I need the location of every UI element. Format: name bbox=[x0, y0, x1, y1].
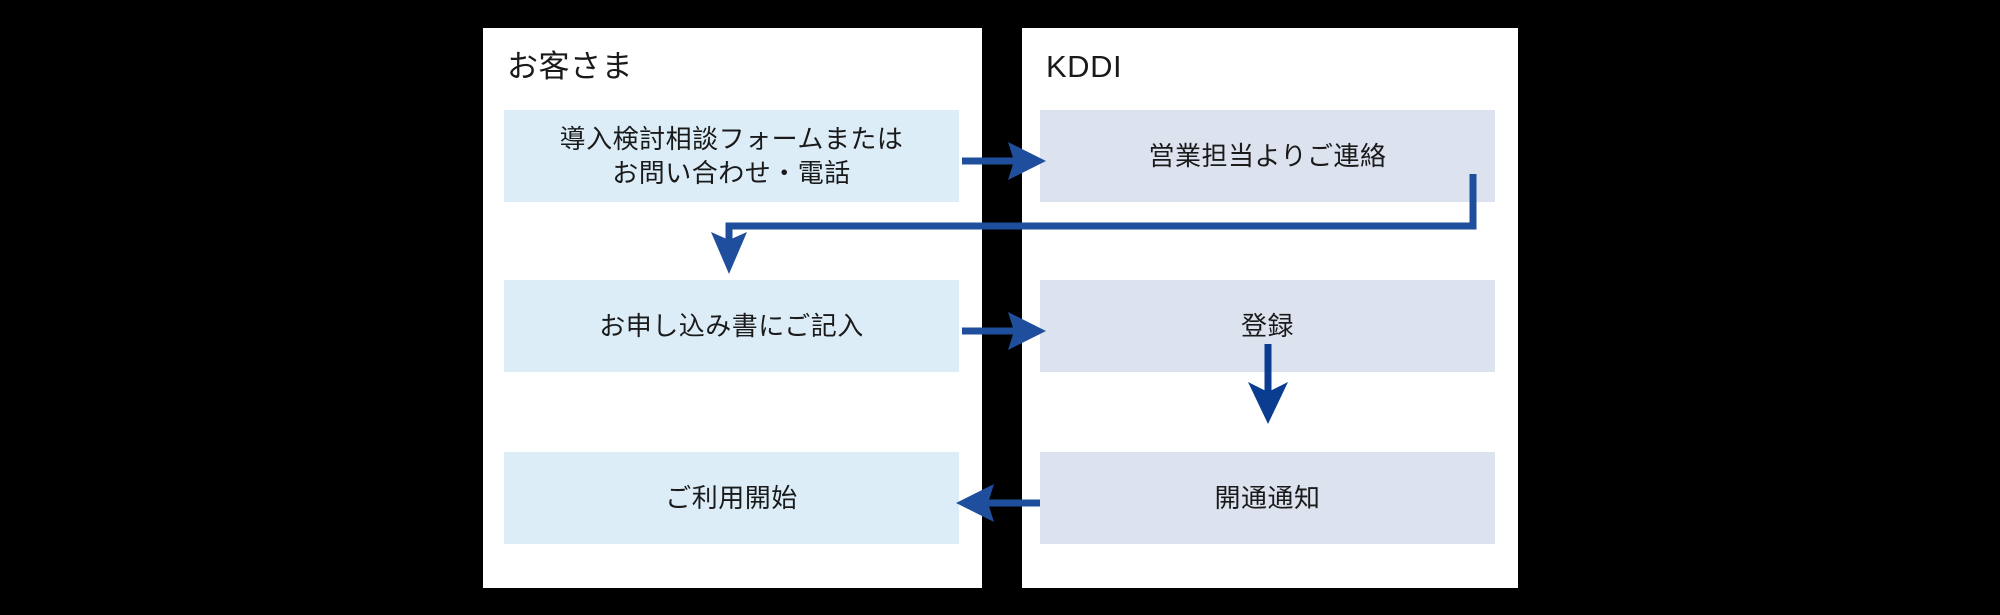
process-box-kddi-sales-contact-label: 営業担当よりご連絡 bbox=[1148, 140, 1387, 171]
process-box-kddi-activation-notice-label: 開通通知 bbox=[1214, 482, 1321, 513]
process-box-kddi-activation-notice: 開通通知 bbox=[1040, 452, 1495, 544]
lane-kddi: KDDI 営業担当よりご連絡 登録 開通通知 bbox=[1022, 28, 1518, 588]
process-box-customer-application-label: お申し込み書にご記入 bbox=[599, 310, 864, 341]
process-box-customer-application: お申し込み書にご記入 bbox=[504, 280, 959, 372]
process-box-customer-inquiry: 導入検討相談フォームまたはお問い合わせ・電話 bbox=[504, 110, 959, 202]
process-box-kddi-registration: 登録 bbox=[1040, 280, 1495, 372]
lane-title-kddi: KDDI bbox=[1046, 49, 1123, 84]
process-box-kddi-registration-label: 登録 bbox=[1240, 310, 1294, 341]
process-box-customer-start-use: ご利用開始 bbox=[504, 452, 959, 544]
process-box-kddi-sales-contact: 営業担当よりご連絡 bbox=[1040, 110, 1495, 202]
lane-title-customer: お客さま bbox=[507, 49, 633, 84]
lane-customer: お客さま 導入検討相談フォームまたはお問い合わせ・電話 お申し込み書にご記入 ご… bbox=[483, 28, 982, 588]
process-box-customer-start-use-label: ご利用開始 bbox=[665, 482, 798, 513]
process-box-customer-inquiry-label: 導入検討相談フォームまたはお問い合わせ・電話 bbox=[559, 123, 904, 188]
